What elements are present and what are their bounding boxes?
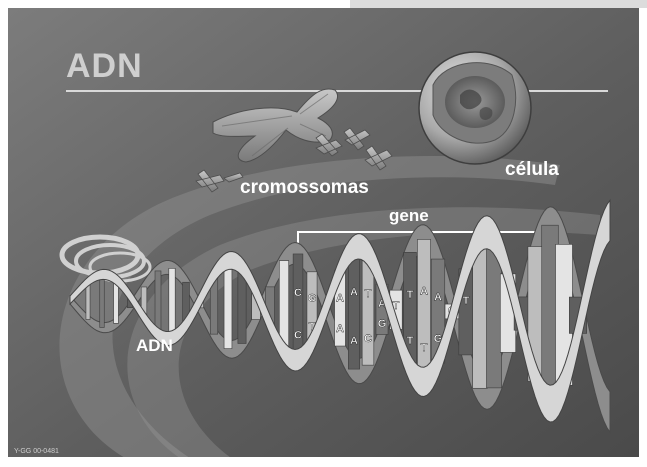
base-pair xyxy=(417,239,430,381)
cell xyxy=(419,52,531,164)
chromosomes-label: cromossomas xyxy=(240,177,369,198)
base-letter: T xyxy=(407,289,414,301)
base-letter: T xyxy=(463,295,470,307)
base-letter: G xyxy=(378,318,387,330)
base-letter: A xyxy=(350,335,358,347)
base-letter: A xyxy=(336,323,344,335)
base-letter: G xyxy=(308,293,317,305)
page-title: ADN xyxy=(66,47,143,85)
base-letter: A xyxy=(350,286,358,298)
base-pair xyxy=(169,268,175,337)
base-pair xyxy=(155,271,161,334)
base-letter: A xyxy=(336,293,344,305)
base-letter: A xyxy=(434,291,442,303)
base-pair xyxy=(100,274,104,327)
base-letter: C xyxy=(364,333,372,345)
base-letter: T xyxy=(365,288,372,300)
base-letter: C xyxy=(294,329,302,341)
credit-text: Y-GG 00-0481 xyxy=(14,448,59,455)
base-letter: T xyxy=(421,342,428,354)
cell-label: célula xyxy=(505,159,559,180)
gene-label: gene xyxy=(389,206,429,225)
base-pair xyxy=(293,254,303,360)
dna-label: ADN xyxy=(136,336,173,355)
base-letter: A xyxy=(420,285,428,297)
base-pair xyxy=(224,261,232,349)
base-letter: T xyxy=(407,335,414,347)
base-pair xyxy=(348,248,359,369)
base-letter: C xyxy=(294,287,302,299)
